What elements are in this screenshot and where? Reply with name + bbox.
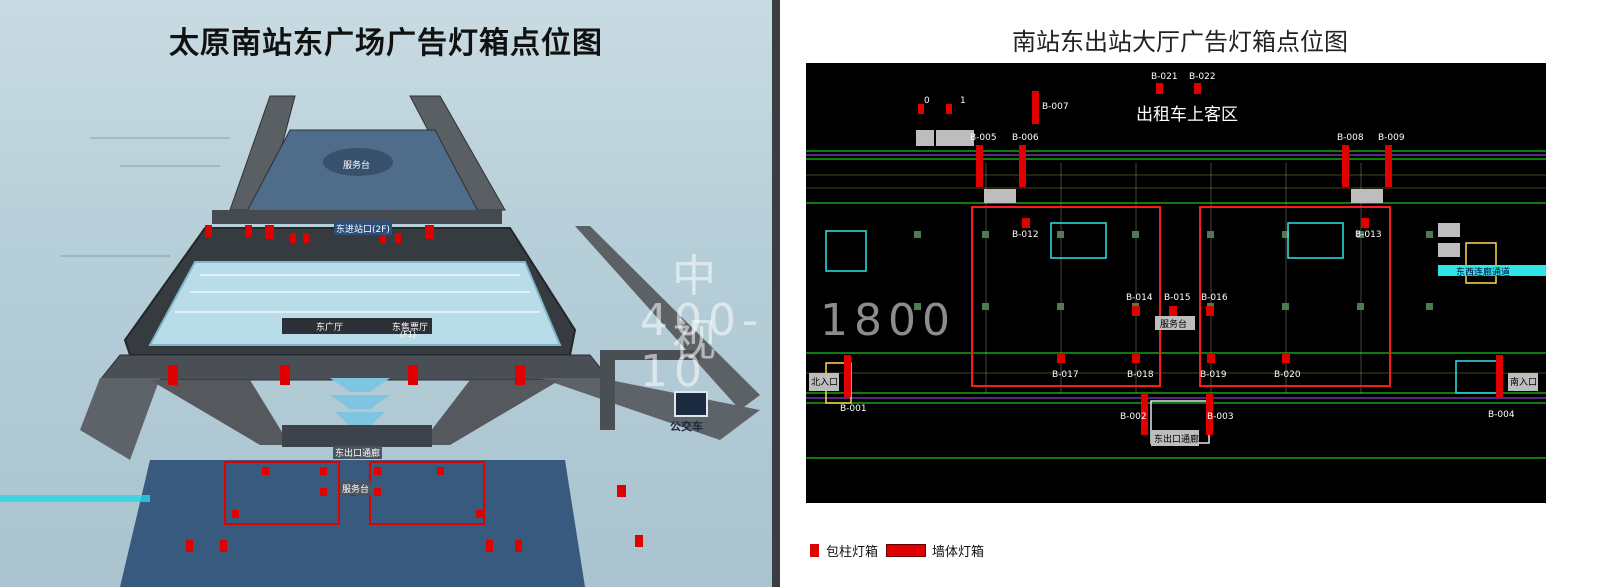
- service-desk-label: 服务台: [1160, 320, 1188, 330]
- south-entrance-label: 南入口: [1510, 378, 1538, 388]
- point-B-020: B-020: [1274, 370, 1301, 380]
- left-title: 太原南站东广场广告灯箱点位图: [169, 26, 603, 61]
- exit-passage-label: 东出口通廊: [1154, 435, 1200, 445]
- point-B-017: B-017: [1052, 370, 1079, 380]
- station-3d-render: [0, 95, 760, 587]
- point-B-018: B-018: [1127, 370, 1154, 380]
- legend-wall-box-label: 墙体灯箱: [932, 545, 985, 560]
- watermark-line3: 1800: [820, 295, 956, 346]
- legend-column-box-label: 包柱灯箱: [826, 545, 879, 560]
- taxi-zone-label: 出租车上客区: [1136, 105, 1238, 125]
- point-B-004: B-004: [1488, 410, 1515, 420]
- point-B-002: B-002: [1120, 412, 1147, 422]
- label-service-desk-top: 服务台: [343, 161, 371, 171]
- mark-0: 0: [924, 96, 930, 106]
- point-B-013: B-013: [1355, 230, 1382, 240]
- label-exit-passage: 东出口通廊: [333, 446, 383, 459]
- right-panel: 南站东出站大厅广告灯箱点位图: [780, 0, 1606, 587]
- wall-box-swatch: [886, 544, 926, 557]
- label-east-hall: 东广厅: [316, 323, 344, 333]
- point-B-008: B-008: [1337, 133, 1364, 143]
- point-B-012: B-012: [1012, 230, 1039, 240]
- legend-wall-box: 墙体灯箱: [886, 541, 984, 560]
- right-title: 南站东出站大厅广告灯箱点位图: [1012, 28, 1348, 56]
- column-box-swatch: [810, 544, 819, 557]
- label-bus: 公交车: [670, 420, 703, 433]
- label-entry-gate: 东进站口(2F): [334, 222, 392, 235]
- label-floor: (F1): [400, 330, 416, 339]
- panel-divider: [772, 0, 780, 587]
- mark-1: 1: [960, 96, 966, 106]
- point-B-001: B-001: [840, 404, 867, 414]
- watermark-line2: 400-10: [640, 295, 764, 397]
- point-B-005: B-005: [970, 133, 997, 143]
- north-entrance-label: 北入口: [811, 378, 839, 388]
- point-B-006: B-006: [1012, 133, 1039, 143]
- point-B-014: B-014: [1126, 293, 1153, 303]
- east-west-passage-label: 东西连廊通道: [1456, 268, 1511, 278]
- legend-column-box: 包柱灯箱: [810, 541, 878, 560]
- point-B-016: B-016: [1201, 293, 1228, 303]
- point-B-021: B-021: [1151, 72, 1178, 82]
- point-B-009: B-009: [1378, 133, 1405, 143]
- watermark-line1: 中 视: [672, 251, 722, 366]
- label-east-ticket-hall: 东售票厅: [392, 323, 429, 333]
- point-B-015: B-015: [1164, 293, 1191, 303]
- point-B-022: B-022: [1189, 72, 1216, 82]
- point-B-019: B-019: [1200, 370, 1227, 380]
- left-panel: 太原南站东广场广告灯箱点位图 服务台 东进站口(2F) 东广厅 东售票厅 (F1…: [0, 0, 772, 587]
- cad-floor-plan: [806, 63, 1546, 503]
- point-B-003: B-003: [1207, 412, 1234, 422]
- point-B-007: B-007: [1042, 102, 1069, 112]
- label-service-desk-bottom: 服务台: [340, 482, 372, 495]
